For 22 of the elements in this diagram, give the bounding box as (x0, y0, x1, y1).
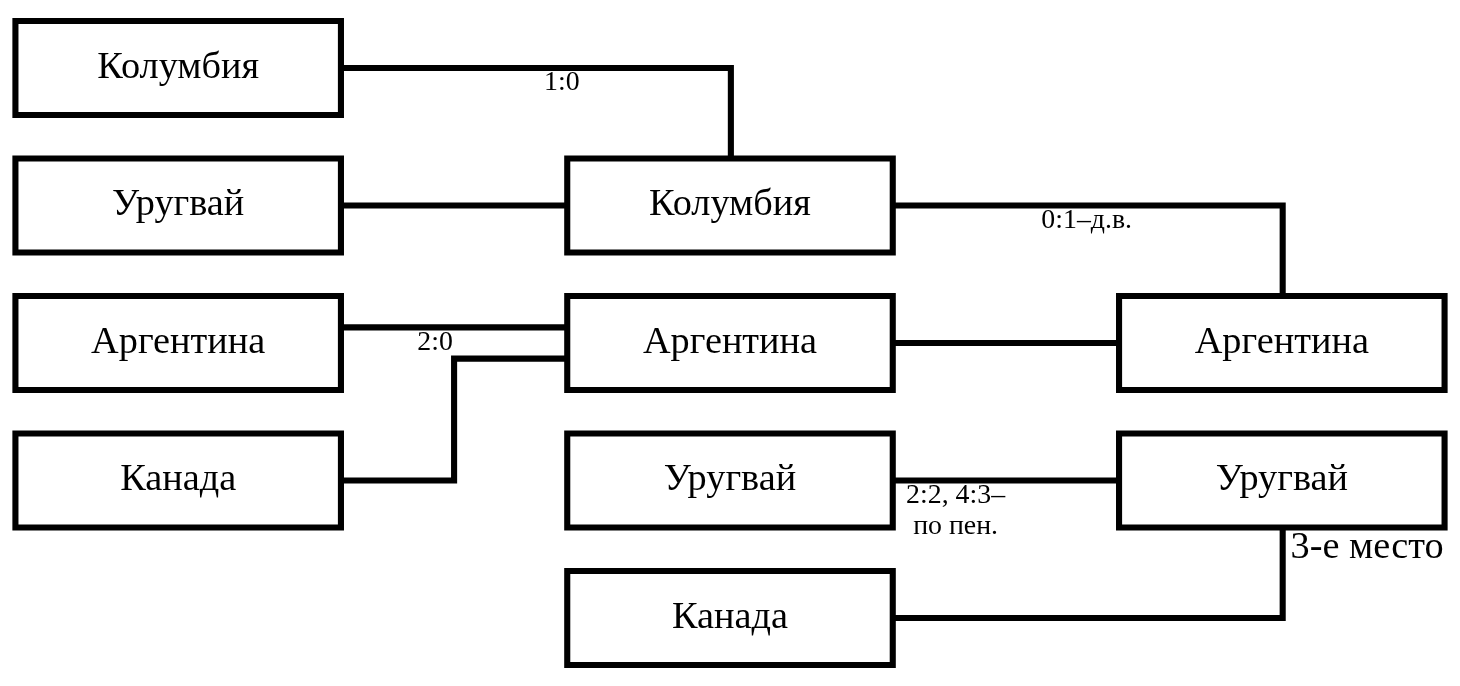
edge-label: 0:1–д.в. (1041, 202, 1133, 234)
node-box: Канада (564, 568, 896, 669)
connector (892, 527, 1286, 622)
connector (893, 477, 1119, 484)
node-box: Аргентина (12, 292, 344, 394)
connector (341, 324, 568, 331)
connector (341, 64, 734, 159)
node-box: Уругвай (564, 430, 896, 531)
node-box: Канада (12, 430, 344, 531)
connector (341, 202, 568, 209)
connector (893, 339, 1119, 347)
node-box: Колумбия (564, 155, 896, 256)
node-box: Уругвай (1116, 430, 1448, 531)
edge-label: 2:2, 4:3– по пен. (906, 477, 1006, 541)
node-box: Аргентина (564, 292, 896, 394)
edge-label: 2:0 (417, 324, 453, 356)
connector (341, 355, 568, 484)
connector (892, 202, 1286, 296)
node-box: Колумбия (12, 17, 344, 118)
edge-label: 1:0 (544, 65, 580, 97)
node-box: Аргентина (1116, 292, 1448, 394)
node-box: Уругвай (12, 155, 344, 256)
